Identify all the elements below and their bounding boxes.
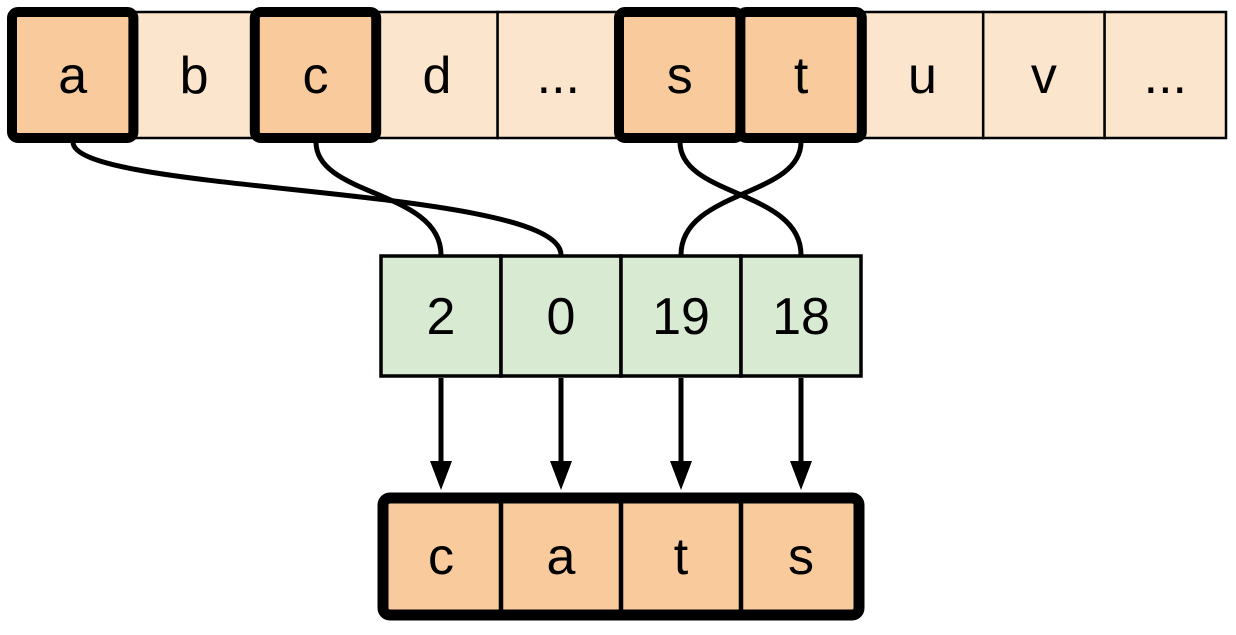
word-cell-label: a bbox=[547, 528, 576, 586]
arrow-head-icon bbox=[670, 461, 692, 490]
alphabet-cell-t-highlighted bbox=[735, 7, 867, 143]
arrow-head-icon bbox=[790, 461, 812, 490]
alphabet-cell-label: v bbox=[1031, 47, 1057, 105]
alphabet-cell-label: d bbox=[422, 47, 451, 105]
arrow-head-icon bbox=[430, 461, 452, 490]
connector-t-to-19 bbox=[678, 141, 804, 256]
alphabet-cell-label: c bbox=[303, 47, 329, 105]
connector-s-to-18 bbox=[677, 141, 804, 256]
down-arrows bbox=[430, 378, 812, 490]
word-cell-label: s bbox=[788, 528, 814, 586]
alphabet-cell-label: t bbox=[794, 47, 809, 105]
connector-c-to-2 bbox=[313, 141, 444, 256]
alphabet-row: a b c d ... s t u v ... bbox=[7, 7, 1228, 143]
index-cell-label: 19 bbox=[652, 288, 710, 346]
alphabet-cell-c-highlighted bbox=[249, 7, 382, 143]
word-cell-label: t bbox=[674, 528, 689, 586]
alphabet-cell-label: ... bbox=[1144, 47, 1187, 105]
alphabet-cell-b bbox=[132, 10, 257, 140]
alphabet-cell-label: u bbox=[908, 47, 937, 105]
index-cell-label: 2 bbox=[427, 288, 456, 346]
alphabet-cell-ellipsis-1 bbox=[496, 10, 621, 140]
connector-curves bbox=[70, 141, 804, 256]
connector-a-to-0 bbox=[70, 141, 564, 256]
index-row: 2 0 19 18 bbox=[379, 254, 863, 378]
alphabet-cell-ellipsis-2 bbox=[1103, 10, 1228, 140]
word-cell-label: c bbox=[428, 528, 454, 586]
alphabet-cell-a-highlighted bbox=[7, 7, 139, 143]
index-cell-19 bbox=[619, 254, 743, 378]
alphabet-cell-label: s bbox=[667, 47, 693, 105]
alphabet-cell-d bbox=[374, 10, 499, 140]
arrow-head-icon bbox=[550, 461, 572, 490]
word-row: c a t s bbox=[377, 492, 865, 621]
alphabet-cell-label: a bbox=[58, 47, 87, 105]
alphabet-cell-v bbox=[981, 10, 1106, 140]
alphabet-cell-label: b bbox=[180, 47, 209, 105]
index-cell-2 bbox=[379, 254, 503, 378]
index-cell-18 bbox=[739, 254, 863, 378]
index-cell-label: 18 bbox=[772, 288, 830, 346]
alphabet-cell-label: ... bbox=[537, 47, 580, 105]
index-cell-label: 0 bbox=[547, 288, 576, 346]
